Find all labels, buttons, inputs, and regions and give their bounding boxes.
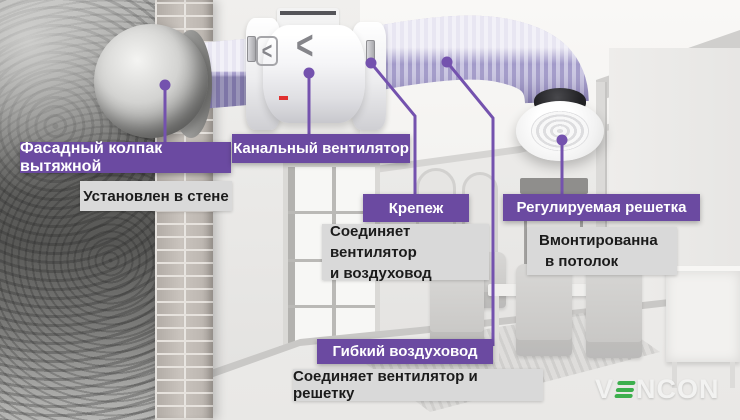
duct-segment-ceiling-shade [361, 15, 589, 105]
logo-bar [615, 387, 635, 392]
window-mullion [288, 211, 375, 214]
sideboard [666, 266, 740, 362]
vencon-logo: V NCON [595, 374, 720, 405]
chevron-left-icon: < [296, 24, 314, 69]
note-flex-duct: Соединяет вентилятор и решетку [293, 368, 543, 402]
logo-green-e-icon [614, 381, 636, 398]
note-mount-line1: Соединяет вентилятор [330, 222, 417, 261]
label-grille: Регулируемая решетка [503, 194, 700, 221]
note-grille: Вмонтированна в потолок [527, 227, 677, 275]
window-mullion [288, 305, 375, 308]
clamp-buckle-left [247, 36, 256, 62]
label-mount: Крепеж [363, 194, 469, 222]
leader-line-duct [445, 61, 495, 346]
leader-dot [441, 56, 453, 68]
sideboard-leg [730, 362, 735, 388]
logo-letters-ncon: NCON [636, 374, 720, 404]
note-mount: Соединяет вентилятор и воздуховод [322, 222, 489, 282]
logo-letter-v: V [595, 374, 615, 404]
leader-dot [365, 57, 377, 69]
note-grille-line1: Вмонтированна [539, 232, 658, 249]
airflow-direction-icon: < [256, 36, 278, 66]
dining-chair [516, 264, 572, 356]
sideboard-leg [672, 362, 677, 388]
fan-indicator [279, 96, 288, 100]
shelf-leg [524, 194, 527, 264]
logo-bar [616, 381, 636, 385]
leader-line-mount [369, 62, 417, 200]
leader-dot [303, 67, 315, 79]
dining-chair [586, 260, 642, 358]
fan-junction-slot [280, 11, 336, 15]
label-duct-fan: Канальный вентилятор [232, 134, 410, 163]
note-grille-line2: в потолок [545, 253, 619, 270]
window-jamb [288, 167, 295, 343]
label-flex-duct: Гибкий воздуховод [317, 339, 493, 364]
dining-chair [430, 272, 484, 348]
leader-dot [159, 79, 171, 91]
note-mount-line2: и воздуховод [330, 264, 432, 282]
chevron-left-icon: < [261, 37, 273, 65]
table-leg [494, 296, 499, 362]
wall-shelf [520, 178, 588, 194]
label-wall-cap: Фасадный колпак вытяжной [20, 140, 231, 175]
leader-dot [556, 134, 568, 146]
wall-cap-dome [94, 24, 208, 138]
logo-bar [614, 394, 634, 398]
note-wall-cap: Установлен в стене [80, 181, 232, 211]
